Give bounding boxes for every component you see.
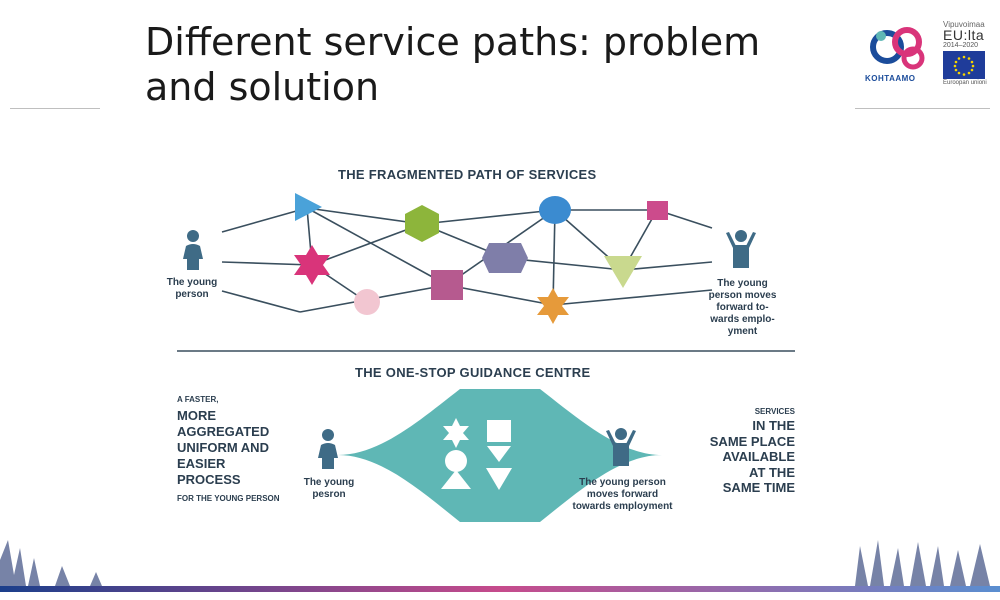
right-services-text: SERVICES IN THE SAME PLACE AVAILABLE AT … — [710, 407, 795, 496]
pink-circle-shape — [354, 289, 380, 315]
right-grass-decoration — [855, 540, 990, 586]
process-line: EASIER — [177, 456, 226, 471]
left-process-text: A FASTER, MORE AGGREGATED UNIFORM AND EA… — [177, 395, 280, 503]
moves-towards-employment-line: moves forward — [586, 489, 659, 500]
young-person-bottom-celebrating-icon — [606, 428, 636, 466]
eu-flag-icon — [943, 51, 985, 79]
purple-hexagon-shape — [482, 243, 528, 273]
moves-forward-label-line: person moves — [708, 290, 777, 301]
title-line-2: and solution — [145, 65, 380, 109]
eu-years: 2014–2020 — [943, 42, 979, 49]
faster-label: A FASTER, — [177, 395, 219, 404]
process-line: AGGREGATED — [177, 424, 270, 439]
green-hexagon-shape — [405, 205, 439, 242]
services-line: IN THE — [752, 418, 795, 433]
lime-triangle-shape — [604, 256, 642, 288]
services-line: SAME PLACE — [709, 433, 795, 449]
left-divider — [10, 108, 100, 109]
pink-square-shape — [647, 201, 668, 220]
moves-forward-label-line: The young — [717, 278, 768, 289]
process-line: MORE — [177, 408, 216, 423]
young-person-celebrating-icon — [726, 230, 756, 268]
service-symbols-icon — [441, 418, 512, 490]
kohtaamo-logo — [870, 27, 925, 70]
bottom-color-strip — [0, 586, 1000, 592]
young-person-icon — [183, 230, 203, 270]
young-person-label-line: The young — [166, 277, 218, 288]
services-line: SAME TIME — [722, 480, 795, 495]
moves-forward-label-line: wards emplo- — [710, 314, 775, 325]
young-pesron-label-line: The young — [303, 477, 355, 488]
moves-forward-label-line: forward to- — [716, 302, 769, 313]
mauve-square-shape — [431, 270, 463, 300]
services-line: AVAILABLE — [722, 449, 795, 464]
logo-area: KOHTAAMO Vipuvoimaa EU:lta 2014–2020 Eur… — [865, 20, 990, 90]
orange-star-shape — [537, 288, 569, 324]
moves-towards-employment-line: towards employment — [572, 501, 673, 512]
moves-towards-employment-label: The young person moves forward towards e… — [565, 477, 680, 513]
young-person-label: The young person — [152, 277, 232, 301]
title-line-1: Different service paths: problem — [145, 20, 761, 64]
right-divider — [855, 108, 990, 109]
moves-towards-employment-line: The young person — [579, 477, 666, 488]
young-pesron-label-line: pesron — [312, 489, 346, 500]
process-line: PROCESS — [177, 472, 241, 487]
eu-tagline: Vipuvoimaa — [943, 20, 985, 29]
for-young-person-label: FOR THE YOUNG PERSON — [177, 494, 280, 503]
blue-triangle-shape — [295, 193, 322, 221]
eu-wordmark: EU:lta — [943, 27, 985, 43]
one-stop-heading: THE ONE-STOP GUIDANCE CENTRE — [355, 365, 591, 380]
fragmented-path-heading: THE FRAGMENTED PATH OF SERVICES — [338, 167, 597, 182]
young-person-label-line: person — [175, 289, 209, 300]
services-line: AT THE — [749, 464, 795, 480]
slide-title: Different service paths: problem and sol… — [145, 20, 785, 110]
kohtaamo-wordmark: KOHTAAMO — [865, 74, 916, 83]
young-pesron-label: The young pesron — [290, 477, 368, 501]
magenta-star-shape — [294, 245, 330, 285]
left-grass-decoration — [0, 540, 102, 586]
moves-forward-label-line: yment — [727, 326, 758, 337]
young-person-bottom-icon — [318, 429, 338, 469]
moves-forward-label: The young person moves forward to- wards… — [700, 278, 785, 338]
blue-circle-shape — [539, 196, 571, 224]
services-label: SERVICES — [754, 407, 795, 416]
process-line: UNIFORM AND — [177, 440, 269, 455]
eu-union-label: Euroopan unioni — [943, 80, 987, 86]
